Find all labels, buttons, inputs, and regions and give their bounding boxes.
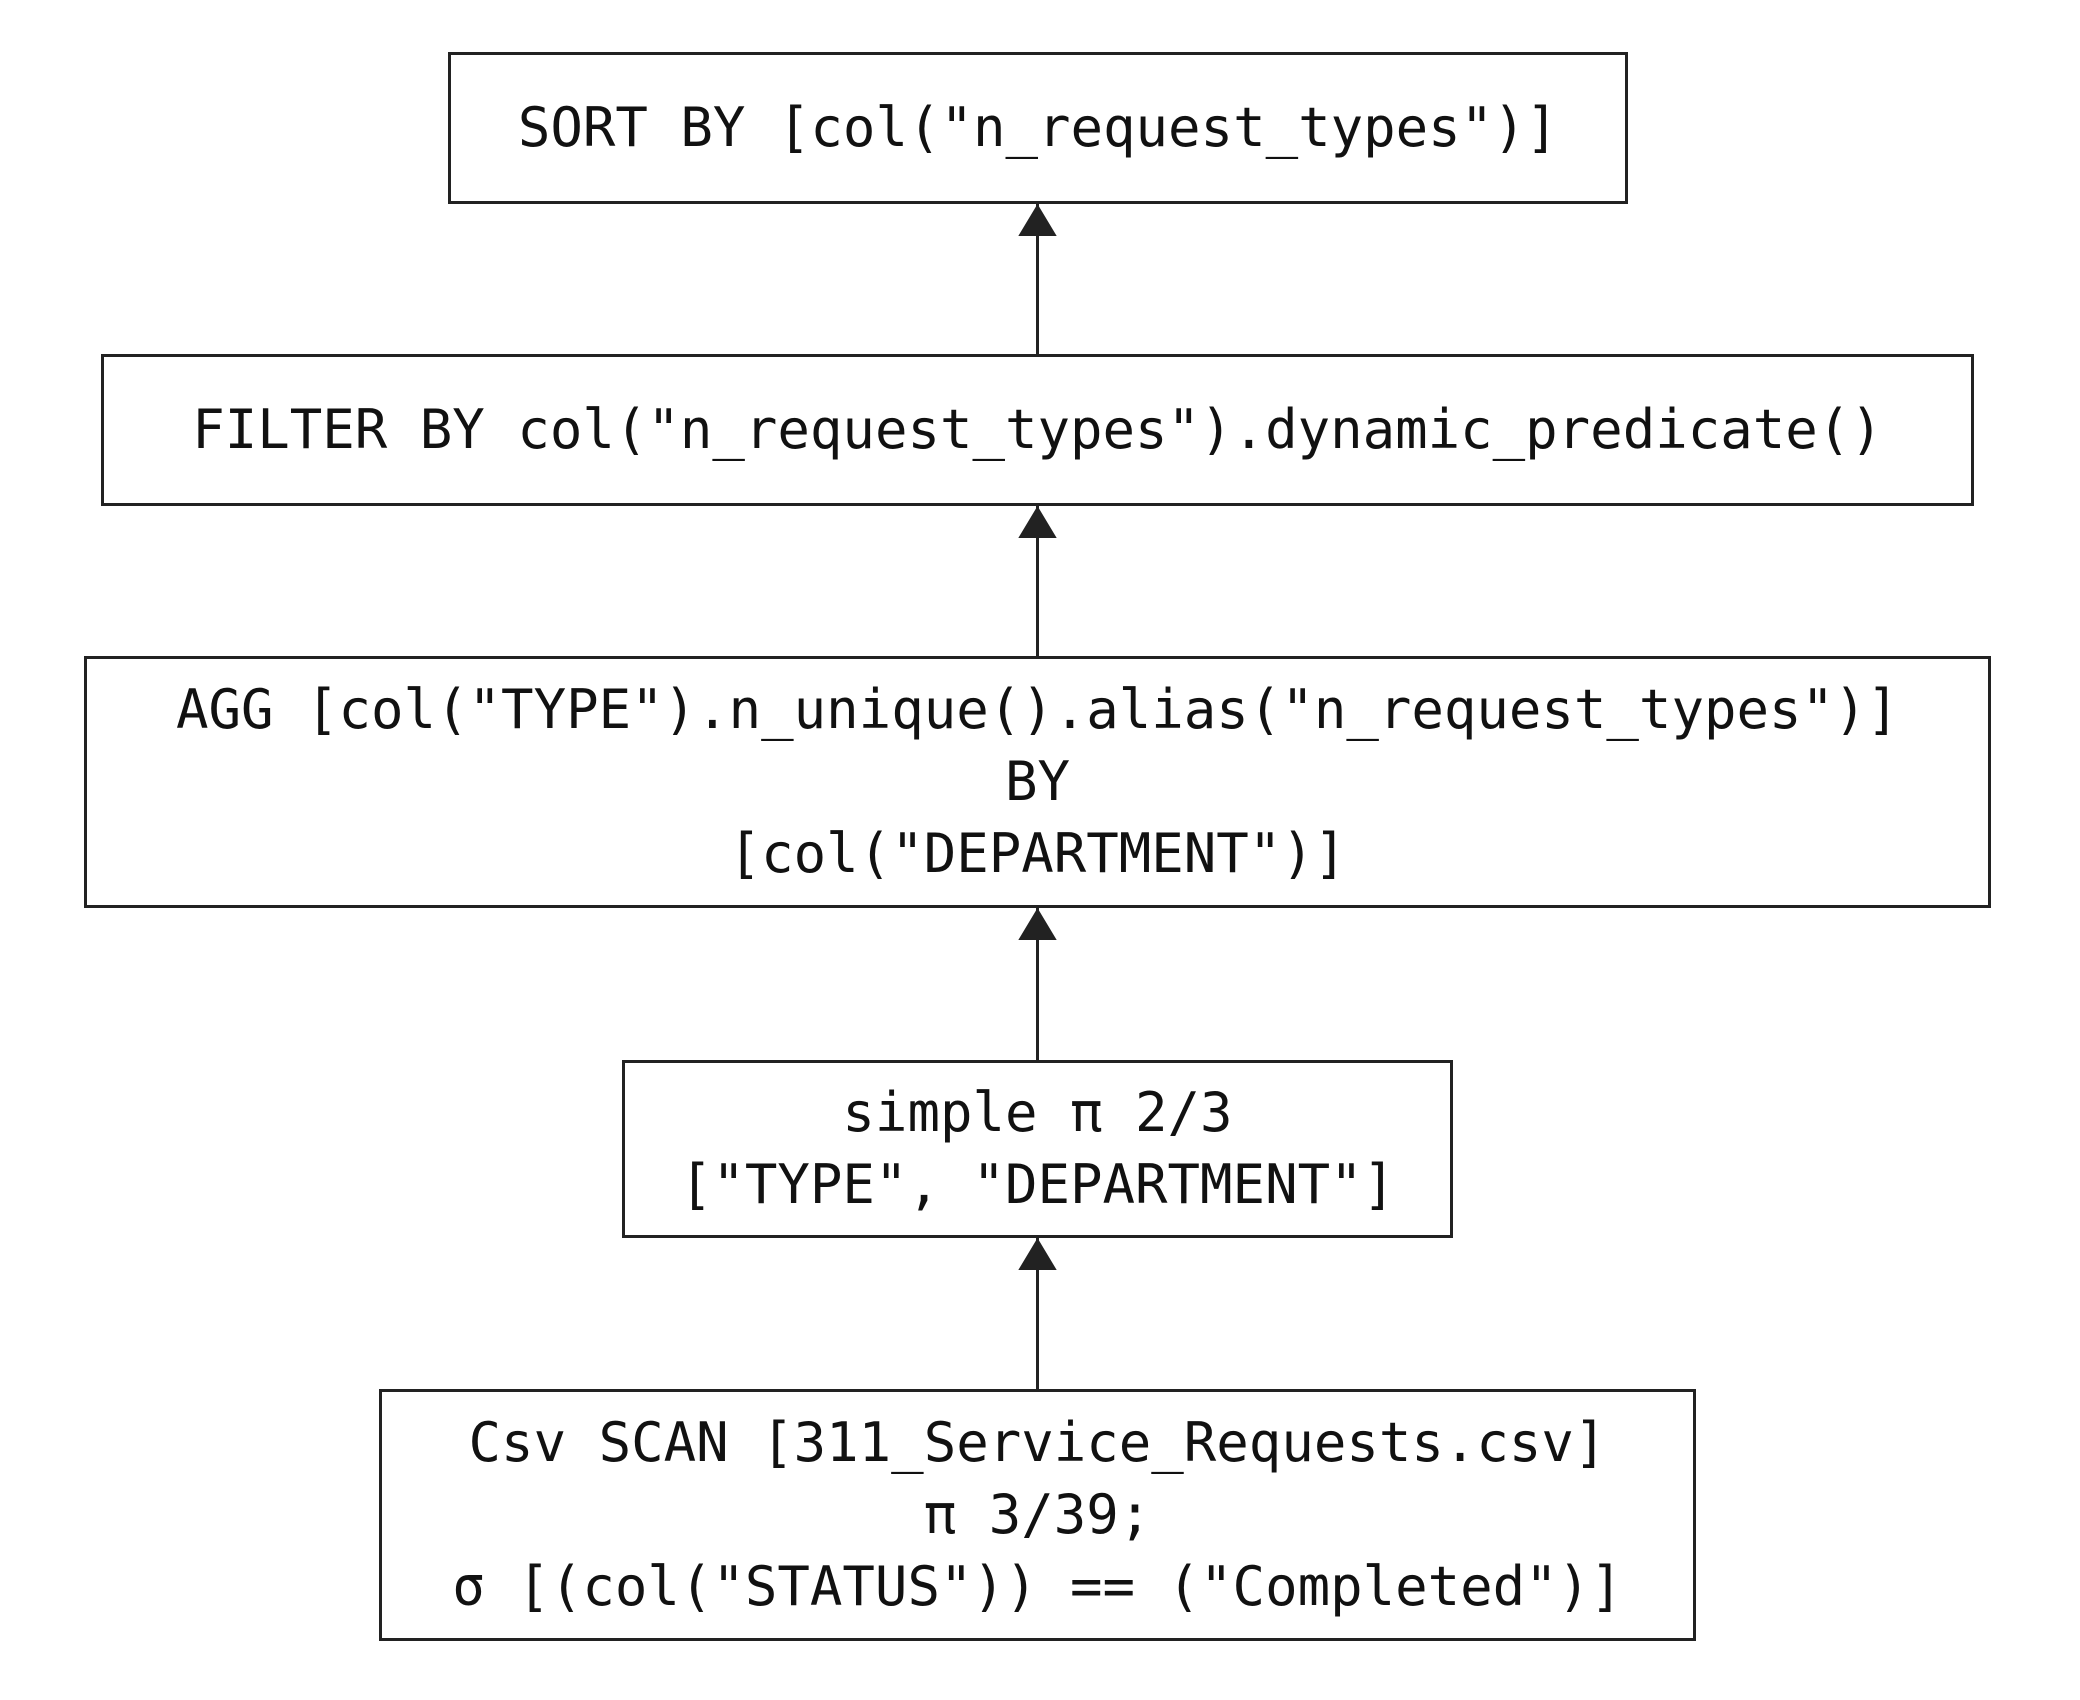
- agg-node-line-2: BY: [1004, 750, 1071, 813]
- filter-node: FILTER BY col("n_request_types").dynamic…: [101, 354, 1974, 506]
- scan-node-line-3: σ [(col("STATUS")) == ("Completed")]: [452, 1555, 1623, 1618]
- agg-node: AGG [col("TYPE").n_unique().alias("n_req…: [84, 656, 1991, 908]
- projection-node-line-1: simple π 2/3: [842, 1081, 1233, 1144]
- agg-node-line-3: [col("DEPARTMENT")]: [728, 822, 1347, 885]
- filter-node-line-1: FILTER BY col("n_request_types").dynamic…: [192, 398, 1883, 461]
- agg-node-line-1: AGG [col("TYPE").n_unique().alias("n_req…: [175, 678, 1900, 741]
- scan-node: Csv SCAN [311_Service_Requests.csv] π 3/…: [379, 1389, 1696, 1641]
- scan-node-line-1: Csv SCAN [311_Service_Requests.csv]: [468, 1411, 1607, 1474]
- projection-node: simple π 2/3 ["TYPE", "DEPARTMENT"]: [622, 1060, 1453, 1238]
- projection-node-line-2: ["TYPE", "DEPARTMENT"]: [679, 1153, 1396, 1216]
- scan-node-line-2: π 3/39;: [923, 1483, 1152, 1546]
- sort-node-line-1: SORT BY [col("n_request_types")]: [517, 96, 1559, 159]
- sort-node: SORT BY [col("n_request_types")]: [448, 52, 1628, 204]
